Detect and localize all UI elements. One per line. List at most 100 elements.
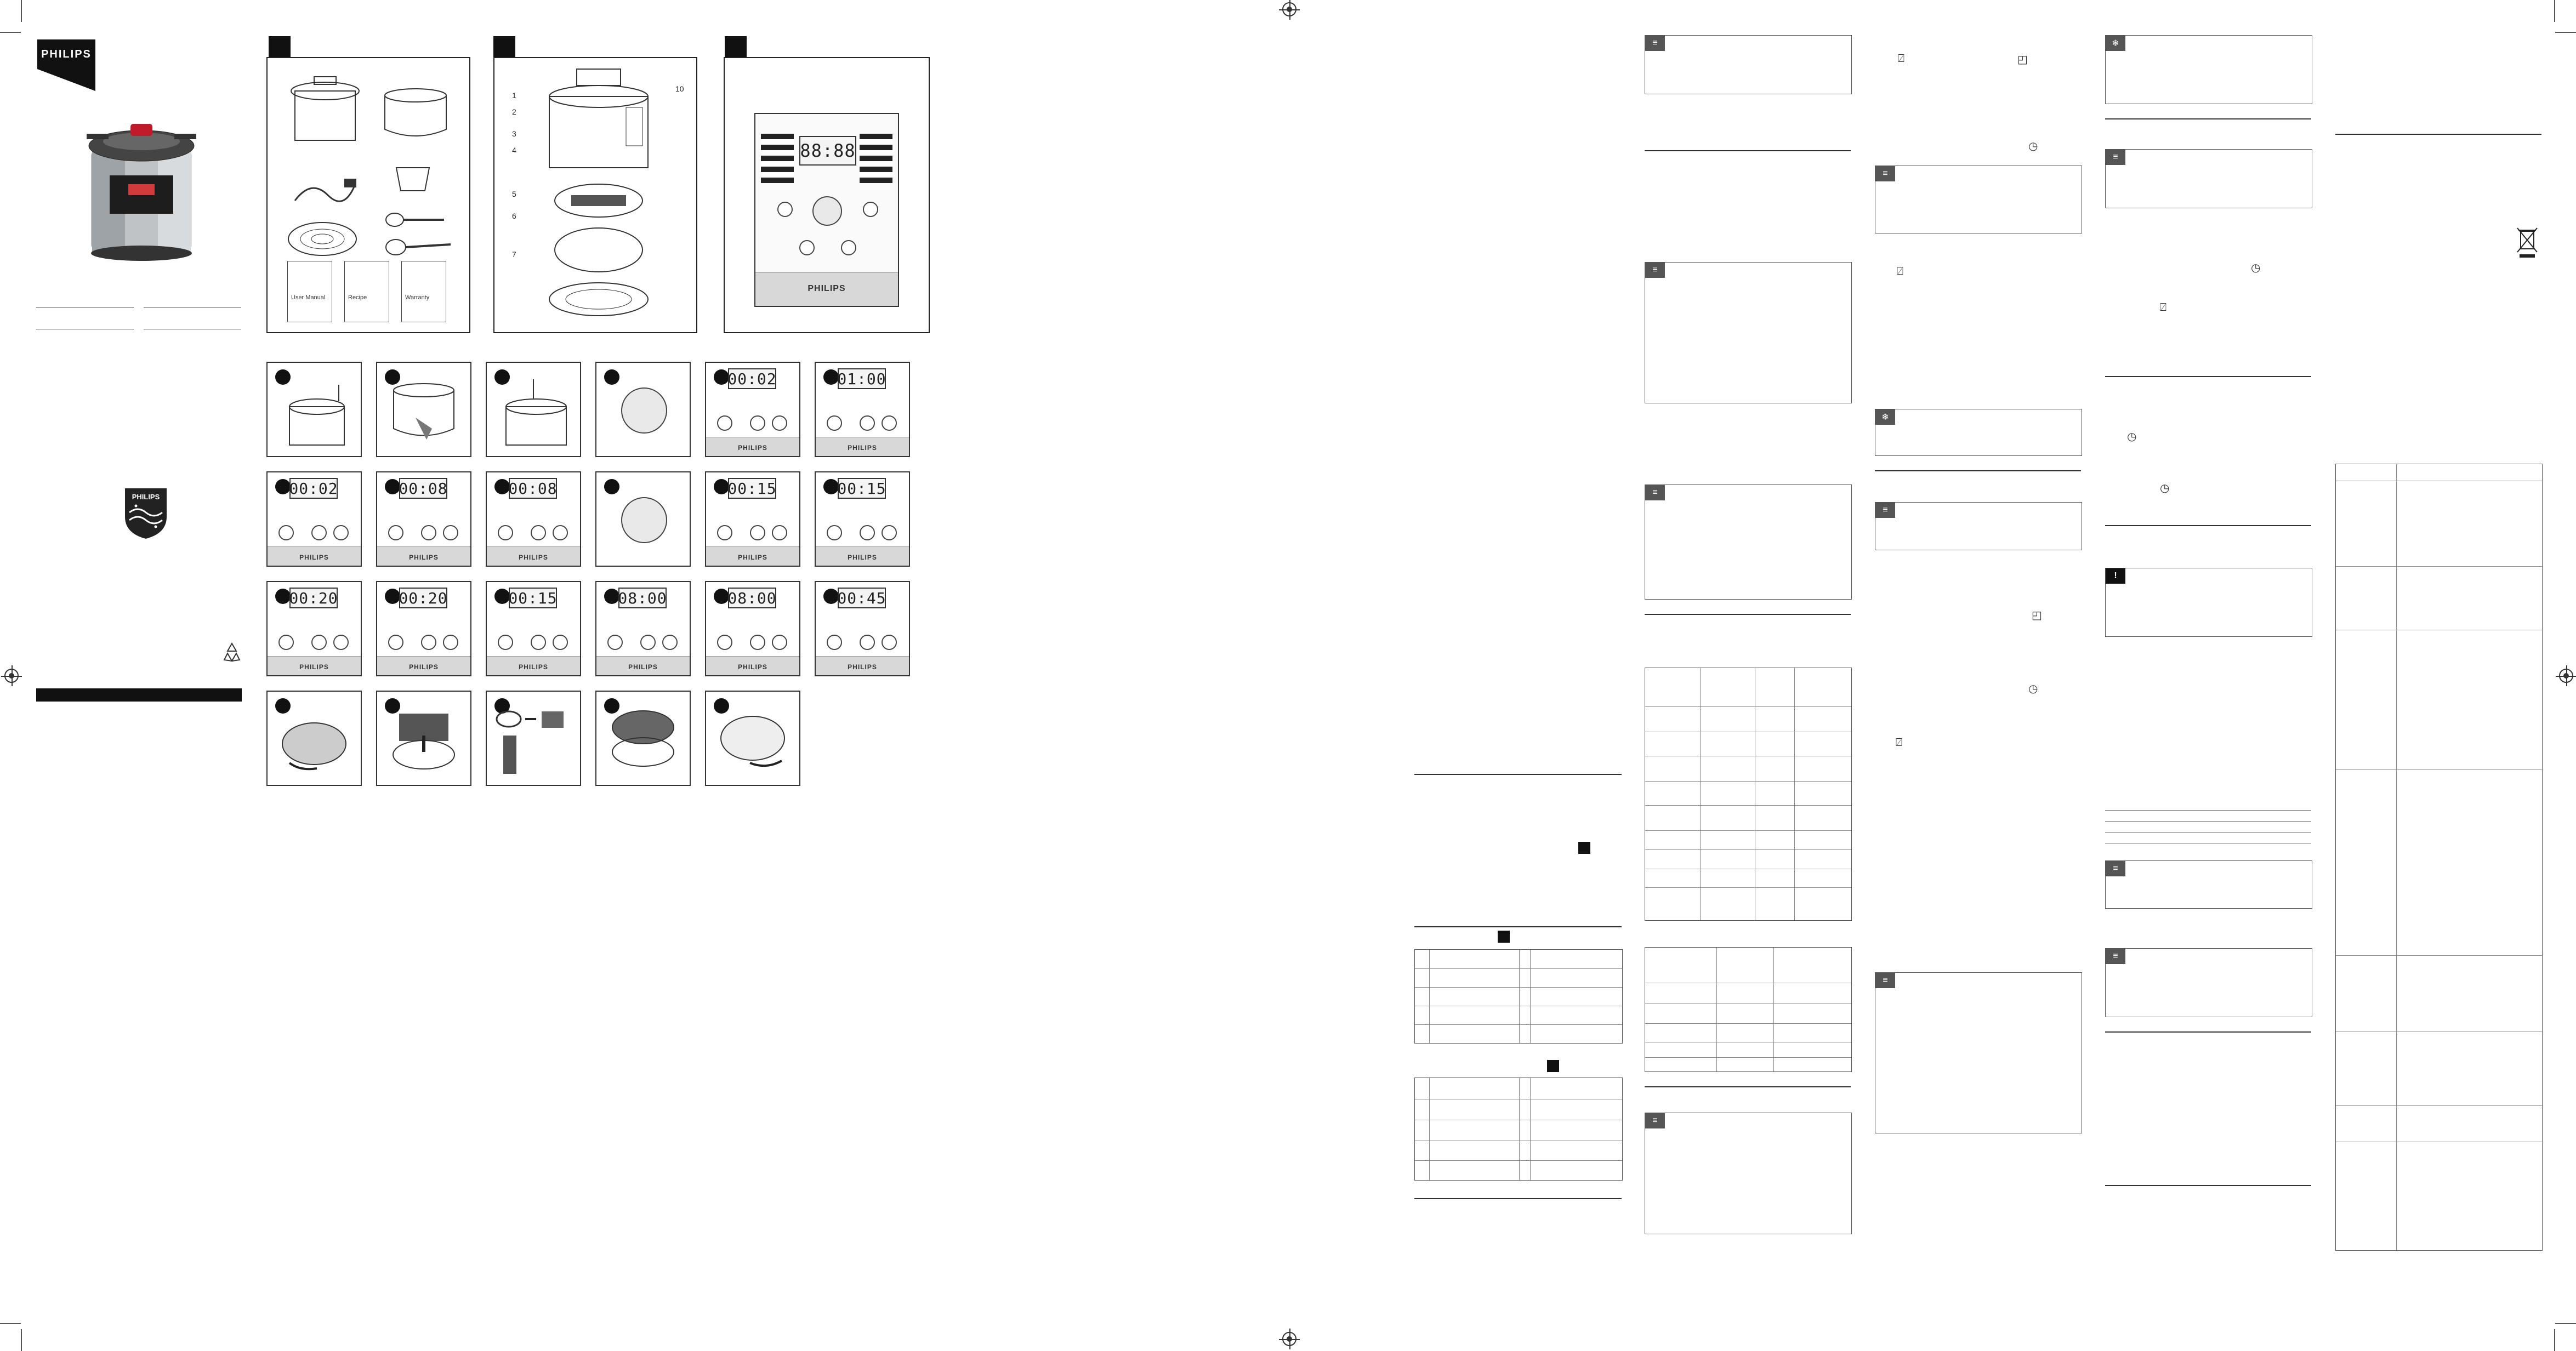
panel-button: [882, 525, 897, 540]
panel-button: [882, 415, 897, 431]
panel-brand-strip: PHILIPS: [706, 437, 799, 456]
panel-button: [640, 635, 656, 650]
section-rule: [1645, 150, 1851, 151]
philips-shield-icon: PHILIPS: [125, 488, 167, 539]
panel-button: [421, 635, 436, 650]
timer-icon: ◰: [2032, 609, 2042, 622]
step-badge: [385, 369, 400, 385]
section-rule: [2335, 134, 2541, 135]
panel-button: [717, 525, 732, 540]
open-lid-illustration: [289, 385, 345, 446]
panel-brand-strip: PHILIPS: [816, 437, 909, 456]
note-box: ≡: [1645, 35, 1852, 94]
section-rule: [1645, 614, 1851, 615]
section-rule: [1414, 926, 1622, 927]
clock-icon: ◷: [2251, 262, 2261, 274]
panel-button: [827, 635, 842, 650]
panel-button: [827, 415, 842, 431]
step-panel: 00:02 PHILIPS: [266, 471, 362, 567]
panel-button: [443, 635, 458, 650]
snowflake-icon: ❄: [2106, 36, 2125, 51]
panel-button: [717, 415, 732, 431]
panel-button: [750, 635, 765, 650]
step-panel: 00:08 PHILIPS: [486, 471, 581, 567]
philips-logo: PHILIPS: [37, 33, 95, 91]
table-rule: [2105, 821, 2311, 822]
control-panel-figure: 88:88 PHILIPS: [724, 57, 930, 333]
panel-brand: PHILIPS: [848, 444, 877, 452]
note-icon: ≡: [1645, 263, 1665, 278]
panel-brand: PHILIPS: [738, 554, 767, 561]
pressure-valve-dial: [621, 387, 667, 434]
close-lid-illustration: [505, 379, 567, 446]
panel-button: [388, 635, 403, 650]
step-badge: [604, 369, 619, 385]
clock-icon: ◷: [2028, 140, 2038, 152]
step-badge: [714, 589, 729, 604]
panel-brand: PHILIPS: [519, 554, 548, 561]
start-button[interactable]: [863, 202, 878, 217]
warning-box: !: [2105, 568, 2312, 637]
crop-mark: [2555, 1323, 2576, 1324]
step-panel: 00:15 PHILIPS: [815, 471, 910, 567]
step-badge: [275, 589, 291, 604]
step-badge: [823, 589, 839, 604]
inner-bowl-illustration: [384, 88, 447, 136]
lid-close-illustration: [720, 716, 785, 767]
step-panel: [595, 471, 691, 567]
recycle-icon: [223, 642, 241, 662]
panel-button: [388, 525, 403, 540]
panel-brand: PHILIPS: [628, 663, 658, 671]
panel-button: [333, 525, 349, 540]
step-lcd: 00:45: [837, 588, 886, 608]
menu-knob[interactable]: [812, 196, 842, 226]
panel-brand: PHILIPS: [848, 663, 877, 671]
note-box: ≡: [1645, 484, 1852, 600]
step-panel: 00:08 PHILIPS: [376, 471, 471, 567]
section-rule: [1414, 774, 1622, 775]
step-lcd: 00:15: [837, 478, 886, 499]
keep-warm-button[interactable]: [777, 202, 793, 217]
logo-corner: [37, 69, 95, 91]
recipe-booklet: Recipe: [344, 261, 389, 322]
registration-mark: [2556, 665, 2576, 686]
panel-button: [498, 635, 513, 650]
step-badge: [823, 479, 839, 494]
weee-bin-icon: [2517, 227, 2538, 258]
panel-brand-strip: PHILIPS: [755, 272, 898, 306]
step-lcd: 08:00: [727, 588, 776, 608]
panel-button: [498, 525, 513, 540]
step-badge: [275, 369, 291, 385]
note-icon: ≡: [1645, 485, 1665, 500]
callout-1: 1: [512, 91, 516, 100]
user-manual-booklet: User Manual: [287, 261, 332, 322]
step-panel: 08:00 PHILIPS: [595, 581, 691, 676]
step-lcd: 00:20: [399, 588, 447, 608]
exploded-cooker-illustration: [549, 69, 649, 316]
power-cord-illustration: [294, 179, 356, 202]
step-lcd: 01:00: [837, 368, 886, 389]
step-panel: 01:00 PHILIPS: [815, 362, 910, 457]
inner-pot-illustration: [291, 76, 360, 141]
callout-4: 4: [512, 146, 516, 155]
panel-brand-strip: PHILIPS: [596, 656, 690, 675]
minus-button[interactable]: [799, 240, 815, 255]
step-panel: [486, 691, 581, 786]
step-badge: [604, 479, 619, 494]
note-icon: ≡: [1875, 973, 1895, 988]
panel-brand-strip: PHILIPS: [377, 546, 470, 566]
table-rule: [2105, 810, 2311, 811]
panel-brand-strip: PHILIPS: [816, 546, 909, 566]
step-badge: [494, 479, 510, 494]
section-rule: [2105, 1031, 2311, 1033]
panel-button: [553, 525, 568, 540]
plus-button[interactable]: [841, 240, 856, 255]
panel-brand: PHILIPS: [848, 554, 877, 561]
snowflake-note-box: ❄: [1875, 409, 2082, 456]
note-icon: ≡: [2106, 949, 2125, 964]
panel-button: [421, 525, 436, 540]
step-badge: [714, 369, 729, 385]
step-panel: [376, 691, 471, 786]
step-panel: [595, 362, 691, 457]
step-panel: 00:20 PHILIPS: [376, 581, 471, 676]
